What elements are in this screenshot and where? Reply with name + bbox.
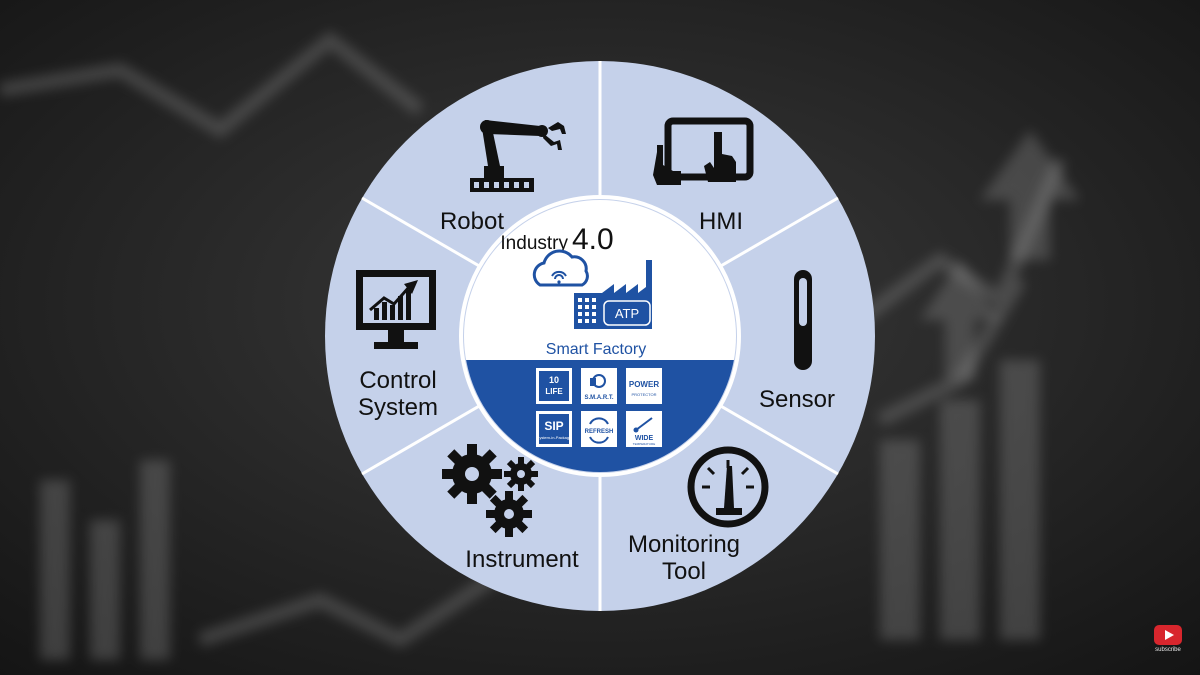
life-tile: 10 LIFE (536, 368, 572, 404)
segment-label-instrument: Instrument (465, 546, 579, 573)
factory-badge-text: ATP (615, 306, 639, 321)
monitor-chart-icon (356, 270, 436, 349)
segment-control: Control System (356, 270, 438, 421)
segment-label-control-line1: Control (359, 367, 436, 394)
svg-text:TEMPERATURE: TEMPERATURE (633, 442, 655, 446)
thermometer-icon (794, 270, 812, 370)
svg-text:REFRESH: REFRESH (585, 429, 614, 435)
segment-label-hmi: HMI (699, 208, 743, 235)
svg-text:WIDE: WIDE (635, 435, 654, 442)
svg-text:LIFE: LIFE (545, 387, 563, 396)
subscribe-badge[interactable]: subscribe (1150, 625, 1186, 659)
svg-text:10: 10 (549, 375, 559, 385)
svg-text:PROTECTOR: PROTECTOR (631, 392, 656, 397)
cloud-icon (532, 249, 589, 287)
svg-text:SIP: SIP (544, 419, 563, 433)
robot-arm-icon (470, 120, 566, 192)
smart-tile: S.M.A.R.T. (581, 368, 617, 404)
sip-tile: SIP System-in-Package (536, 411, 572, 447)
feature-tiles: 10 LIFE S.M.A.R.T. POWER PROTECTOR SIP S… (536, 368, 662, 447)
youtube-play-icon (1154, 625, 1182, 645)
smart-factory-label: Smart Factory (546, 341, 646, 358)
wide-tile: WIDE TEMPERATURE (626, 411, 662, 447)
segment-sensor: Sensor (759, 270, 835, 413)
segment-hmi: HMI (653, 117, 754, 235)
svg-text:System-in-Package: System-in-Package (537, 435, 572, 440)
segment-label-sensor: Sensor (759, 386, 835, 413)
gauge-icon (687, 446, 769, 528)
segment-label-robot: Robot (440, 208, 504, 235)
segment-monitoring: Monitoring Tool (628, 446, 769, 585)
segment-instrument: Instrument (442, 444, 579, 573)
power-tile: POWER PROTECTOR (626, 368, 662, 404)
industry-version: 4.0 (572, 223, 614, 256)
touch-panel-icon (653, 117, 754, 185)
svg-text:POWER: POWER (629, 380, 659, 389)
gears-icon (442, 444, 538, 537)
segment-label-control-line2: System (358, 394, 438, 421)
subscribe-label: subscribe (1155, 647, 1181, 653)
factory-icon: ATP (574, 260, 652, 329)
industry-title: Industry (500, 233, 568, 254)
segment-label-monitoring-line2: Tool (662, 558, 706, 585)
refresh-tile: REFRESH (581, 411, 617, 447)
segment-label-monitoring-line1: Monitoring (628, 531, 740, 558)
svg-text:S.M.A.R.T.: S.M.A.R.T. (584, 395, 613, 401)
segment-robot: Robot (440, 120, 566, 235)
